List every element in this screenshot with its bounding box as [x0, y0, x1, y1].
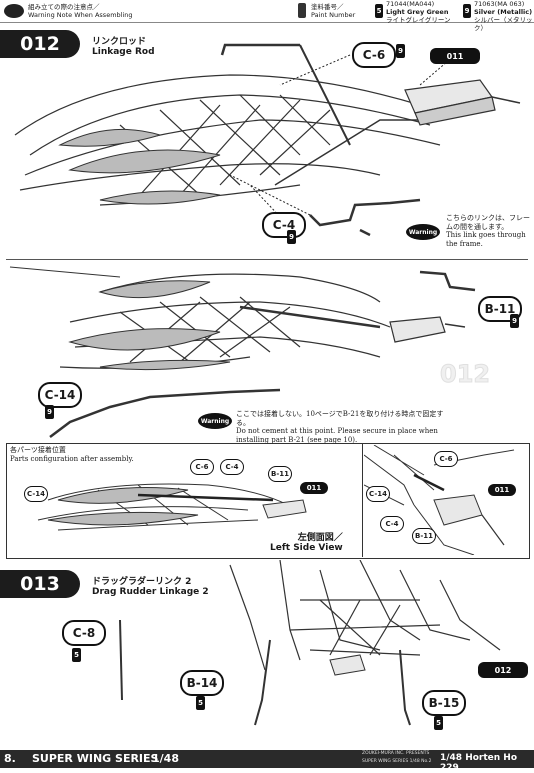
note-do-not-cement: ここでは接着しない。10ページでB-21を取り付ける時点で固定する。 Do no… [236, 410, 446, 444]
paint-9-tag-c14: 9 [45, 405, 54, 419]
page-number: 8. [4, 752, 16, 765]
airframe-drawing-top [14, 43, 521, 237]
faded-step-number: 012 [440, 360, 490, 388]
series-title: SUPER WING SERIES [32, 752, 159, 765]
step-013-number: 013 [0, 570, 80, 598]
paint-5-tag-c8: 5 [72, 648, 81, 662]
inset-label-b11: B-11 [268, 466, 292, 482]
inset-left-drawing [37, 483, 307, 531]
paint-9-code: 71063(MA 063) [474, 0, 525, 8]
step-013-title-en: Drag Rudder Linkage 2 [92, 587, 209, 597]
series-small: SUPER WING SERIES 1/48 No.2 [362, 759, 432, 764]
callout-b14: B-14 [180, 670, 224, 696]
inset-label-c6: C-6 [190, 459, 214, 475]
left-side-view-label: 左側面図／ Left Side View [270, 530, 343, 553]
paint-5-jp: ライトグレイグリーン [386, 16, 451, 24]
part-012-tag: 012 [478, 662, 528, 678]
paint-5-tag-b15: 5 [434, 716, 443, 730]
paint-5-code: 71044(MA044) [386, 0, 435, 8]
paint-number-header: 塗料番号／ Paint Number [311, 3, 371, 19]
inset-right-c4: C-4 [380, 516, 404, 532]
left-side-view-jp: 左側面図／ [297, 533, 343, 543]
header-bar: 組み立ての際の注意点／ Warning Note When Assembling… [0, 0, 534, 32]
step-013-title: ドラッグラダーリンク 2 Drag Rudder Linkage 2 [92, 574, 209, 597]
warning-note-header: 組み立ての際の注意点／ Warning Note When Assembling [28, 3, 178, 19]
callout-c8: C-8 [62, 620, 106, 646]
inset-right-c14: C-14 [366, 486, 390, 502]
inset-title-en: Parts configuration after assembly. [10, 454, 134, 463]
note-do-not-cement-jp: ここでは接着しない。10ページでB-21を取り付ける時点で固定する。 [236, 410, 444, 427]
step-012-title: リンクロッド Linkage Rod [92, 34, 155, 57]
inset-part-011: 011 [300, 482, 328, 494]
divider-1 [6, 259, 528, 260]
series-scale: 1/48 [152, 752, 179, 765]
paint-5-tag-b14: 5 [196, 696, 205, 710]
paint-bottle-icon [298, 3, 306, 18]
step-013-title-jp: ドラッグラダーリンク 2 [92, 577, 192, 587]
paint-number-en: Paint Number [311, 11, 356, 19]
inset-right-b11: B-11 [412, 528, 436, 544]
inset-label-c4: C-4 [220, 459, 244, 475]
paint-9-badge: 9 [463, 4, 471, 18]
paint-5-info: 71044(MA044) Light Grey Green ライトグレイグリーン [386, 0, 466, 24]
step-012-title-jp: リンクロッド [92, 37, 147, 47]
left-side-view-en: Left Side View [270, 543, 343, 553]
callout-c6: C-6 [352, 42, 396, 68]
step-012-number: 012 [0, 30, 80, 58]
warning-icon-2: Warning [198, 413, 232, 429]
paint-9-tag-b11: 9 [510, 314, 519, 328]
inset-title-jp: 各パーツ接着位置 [10, 446, 66, 454]
inset-title: 各パーツ接着位置 Parts configuration after assem… [10, 446, 210, 463]
note-link-frame: こちらのリンクは、フレームの間を通します。 This link goes thr… [446, 214, 534, 248]
warning-note-en: Warning Note When Assembling [28, 11, 133, 19]
brand-logo [4, 4, 24, 18]
footer-bar: 8. SUPER WING SERIES 1/48 ZOUKEI-MURA IN… [0, 750, 534, 773]
part-011-tag: 011 [430, 48, 480, 64]
paint-9-info: 71063(MA 063) Silver (Metallic) シルバー（メタリ… [474, 0, 534, 32]
warning-note-jp: 組み立ての際の注意点／ [28, 3, 100, 11]
paint-5-name: Light Grey Green [386, 8, 449, 16]
paint-9-name: Silver (Metallic) [474, 8, 533, 16]
airframe-drawing-bottom [119, 560, 501, 726]
callout-c14: C-14 [38, 382, 82, 408]
callout-b15: B-15 [422, 690, 466, 716]
note-link-frame-en: This link goes through the frame. [446, 231, 526, 248]
model-name: 1/48 Horten Ho 229 [440, 753, 518, 773]
note-do-not-cement-en: Do not cement at this point. Please secu… [236, 427, 438, 444]
inset-box [6, 443, 530, 559]
step-012-title-en: Linkage Rod [92, 47, 155, 57]
paint-5-badge: 5 [375, 4, 383, 18]
paint-9-tag-c6: 9 [396, 44, 405, 58]
warning-icon-1: Warning [406, 224, 440, 240]
paint-9-jp: シルバー（メタリック） [474, 16, 533, 32]
airframe-drawing-middle: 012 [9, 266, 491, 438]
inset-right-part-011: 011 [488, 484, 516, 496]
callout-c4: C-4 [262, 212, 306, 238]
paint-9-tag-c4: 9 [287, 230, 296, 244]
paint-number-jp: 塗料番号／ [311, 3, 344, 11]
inset-label-c14: C-14 [24, 486, 48, 502]
inset-right-c6: C-6 [434, 451, 458, 467]
note-link-frame-jp: こちらのリンクは、フレームの間を通します。 [446, 214, 530, 231]
inset-divider [362, 443, 363, 557]
presenter-text: ZOUKEI-MURA INC. PRESENTS [362, 751, 430, 756]
